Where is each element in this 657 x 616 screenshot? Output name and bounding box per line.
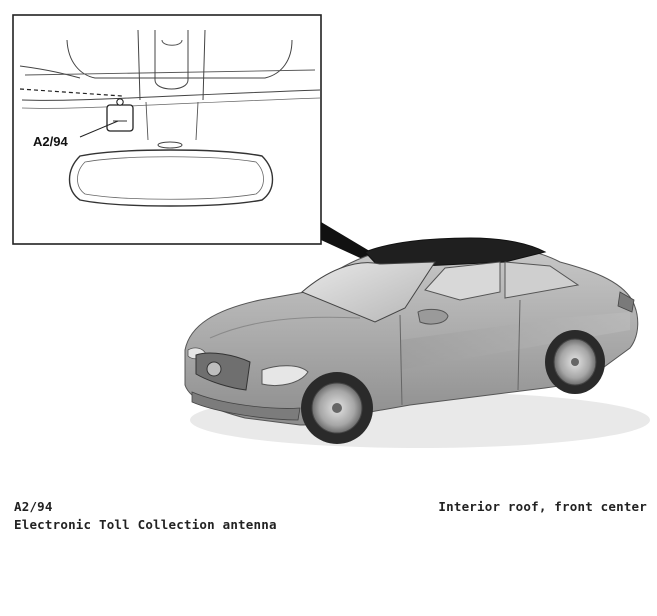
detail-inset xyxy=(12,14,322,245)
caption-component-name: Electronic Toll Collection antenna xyxy=(14,517,277,532)
inset-component-label: A2/94 xyxy=(33,134,68,149)
label-leader-line xyxy=(79,120,119,138)
car-illustration xyxy=(184,237,650,448)
rearview-mirror xyxy=(68,149,274,207)
caption-component-code: A2/94 xyxy=(14,499,53,514)
caption-location: Interior roof, front center xyxy=(438,499,647,514)
antenna-module xyxy=(106,104,134,132)
